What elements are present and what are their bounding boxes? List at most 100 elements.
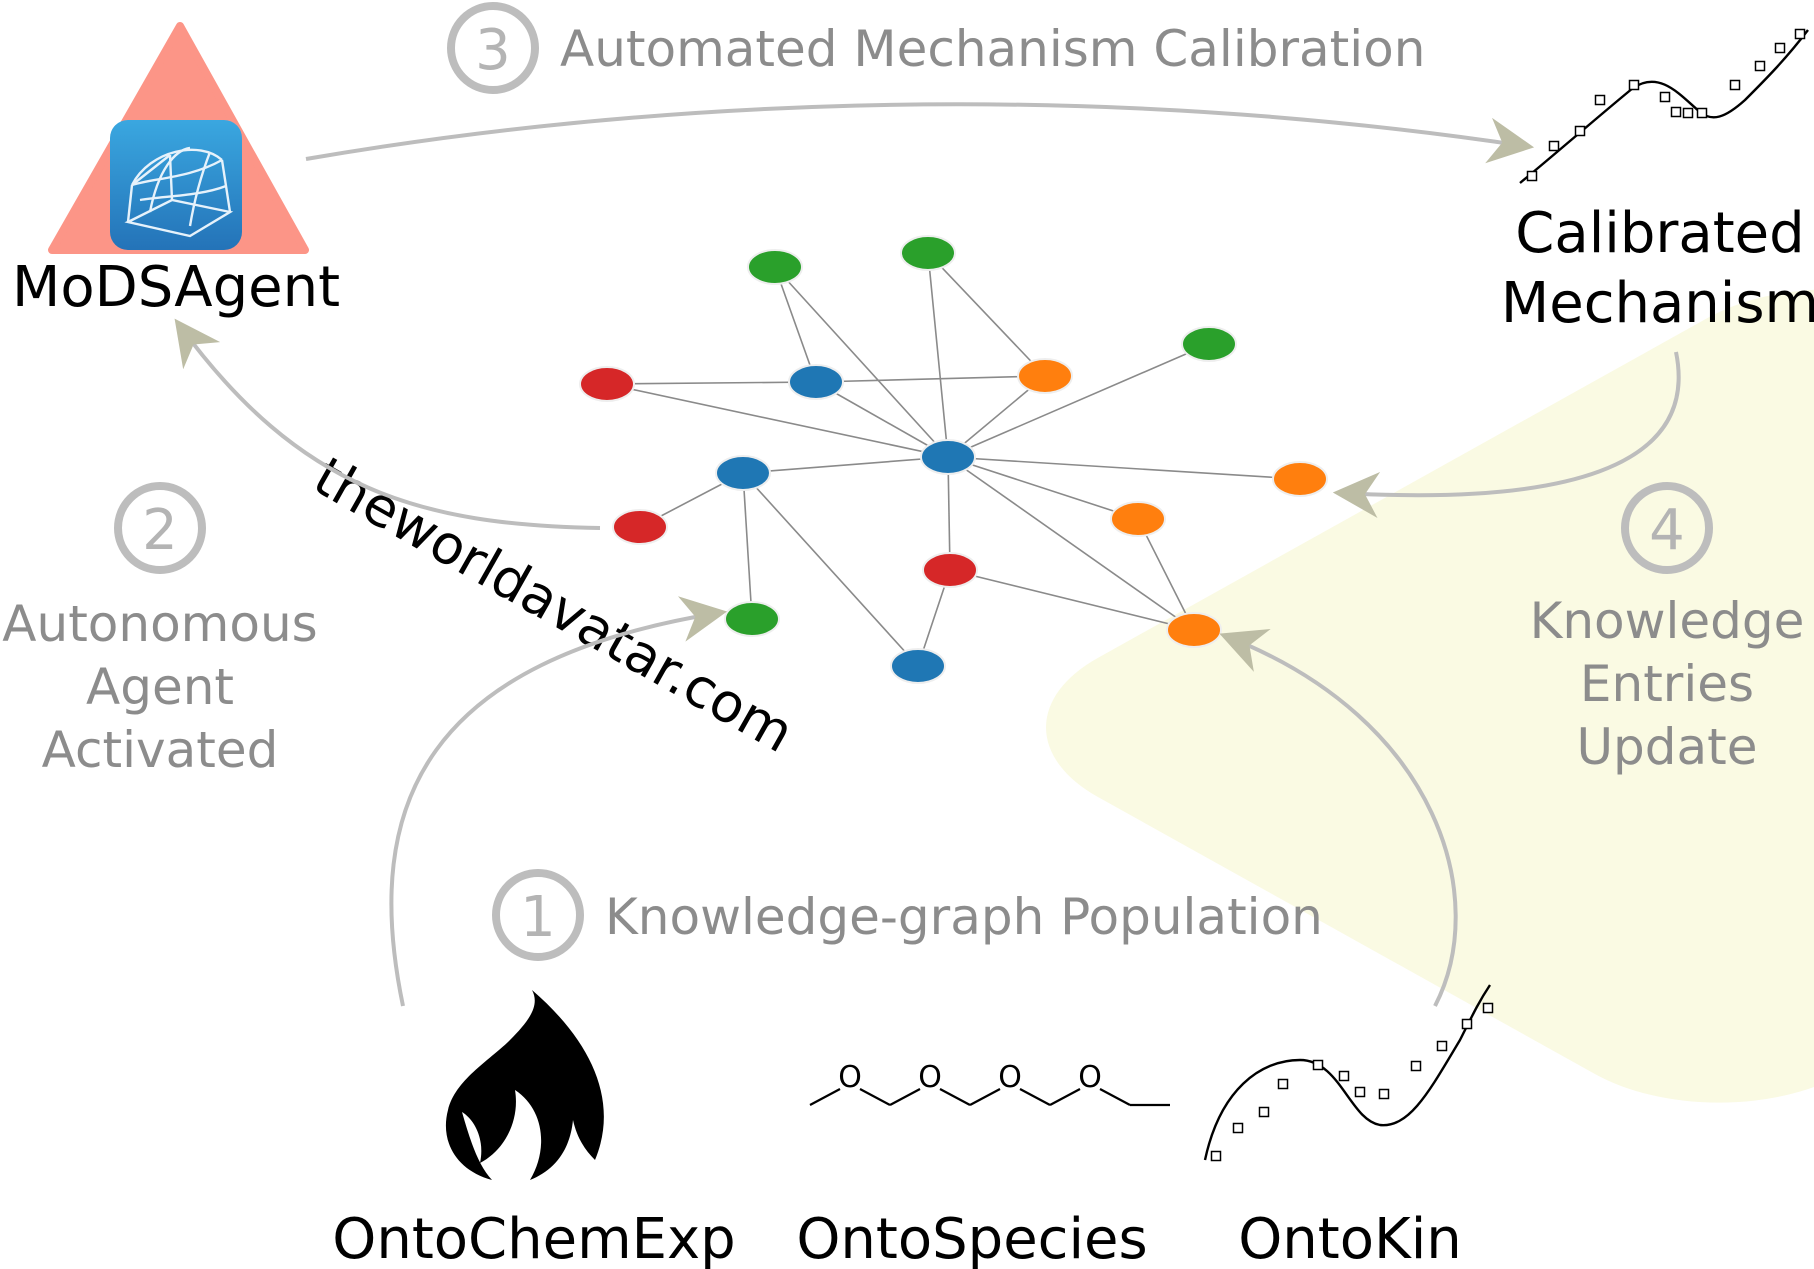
oxygen-atom-label: O (1078, 1060, 1102, 1095)
graph-edge (927, 252, 949, 458)
oxygen-atom-label: O (918, 1060, 942, 1095)
graph-node-blue[interactable] (890, 648, 946, 684)
graph-node-red[interactable] (922, 552, 978, 588)
graph-node-green[interactable] (900, 235, 956, 271)
svg-text:4: 4 (1649, 498, 1685, 563)
fit-curve (1203, 984, 1491, 1161)
data-point-marker (1526, 170, 1538, 182)
bond-line (939, 1088, 971, 1106)
graph-node-orange[interactable] (1110, 501, 1166, 537)
step-2-label-line1: Autonomous (2, 595, 317, 653)
mods-agent-icon[interactable] (48, 22, 309, 254)
data-point-marker (1232, 1122, 1244, 1134)
graph-edge (927, 252, 1046, 377)
ontology-label-ontospecies: OntoSpecies (796, 1207, 1147, 1269)
data-point-marker (1754, 60, 1766, 72)
data-point-marker (1628, 79, 1640, 91)
oxygen-atom-label: O (998, 1060, 1022, 1095)
data-point-marker (1277, 1078, 1289, 1090)
flame-icon[interactable] (445, 990, 604, 1180)
graph-node-blue[interactable] (920, 439, 976, 475)
data-point-marker (1436, 1040, 1448, 1052)
graph-edges (606, 252, 1301, 667)
data-point-marker (1729, 79, 1741, 91)
graph-edge (606, 381, 817, 385)
graph-edge (774, 266, 949, 458)
bond-line (1049, 1088, 1081, 1106)
data-point-marker (1574, 125, 1586, 137)
step-2-label-line2: Agent (86, 658, 234, 716)
bond-line (1019, 1088, 1051, 1106)
data-point-marker (1696, 107, 1708, 119)
svg-text:1: 1 (520, 885, 556, 950)
step-4-label-line1: Knowledge (1530, 592, 1805, 650)
data-point-marker (1258, 1106, 1270, 1118)
step-3-badge: 3 (447, 2, 539, 94)
graph-node-blue[interactable] (788, 364, 844, 400)
bond-line (969, 1088, 1001, 1106)
bond-line (1099, 1088, 1131, 1106)
arrow-ontokin-to-graph (1219, 629, 1458, 1007)
graph-edge (774, 266, 817, 383)
bond-line (809, 1088, 841, 1106)
data-point-marker (1682, 107, 1694, 119)
data-point-marker (1548, 140, 1560, 152)
graph-edge (742, 472, 753, 620)
graph-node-orange[interactable] (1272, 461, 1328, 497)
graph-node-blue[interactable] (715, 455, 771, 491)
graph-edge (947, 456, 1139, 520)
data-point-marker (1338, 1070, 1350, 1082)
data-point-marker (1354, 1086, 1366, 1098)
arrow-ontochemexp-to-graph (389, 596, 728, 1007)
graph-edge (949, 569, 1195, 631)
graph-node-orange[interactable] (1017, 358, 1073, 394)
data-point-marker (1774, 42, 1786, 54)
data-point-marker (1670, 106, 1682, 118)
data-point-marker (1794, 28, 1806, 40)
graph-edge (947, 456, 951, 571)
data-point-marker (1312, 1059, 1324, 1071)
data-point-marker (1482, 1002, 1494, 1014)
knowledge-graph-plane (1046, 289, 1814, 1103)
graph-node-red[interactable] (612, 509, 668, 545)
graph-edge (815, 375, 1046, 383)
graph-edge (947, 456, 1301, 480)
graph-edge (947, 456, 1195, 631)
graph-edge (742, 472, 919, 667)
kinetics-fit-plot-icon[interactable] (1203, 984, 1494, 1162)
data-point-marker (1410, 1060, 1422, 1072)
data-point-marker (1210, 1150, 1222, 1162)
data-point-marker (1594, 94, 1606, 106)
graph-edge (742, 456, 949, 474)
arrow-agent-to-calibrated (305, 102, 1535, 164)
svg-text:3: 3 (475, 18, 511, 83)
calibrated-fit-plot-icon (1519, 28, 1809, 184)
step-4-label-line3: Update (1576, 718, 1757, 776)
step-4-label-line2: Entries (1580, 655, 1754, 713)
step-2-label-line3: Activated (42, 721, 279, 779)
svg-text:2: 2 (142, 498, 178, 563)
graph-edge (606, 383, 949, 458)
graph-node-green[interactable] (1181, 326, 1237, 362)
step-1-badge: 1 (492, 869, 584, 961)
calibrated-title-line2: Mechanism (1501, 271, 1814, 336)
oxygen-atom-label: O (838, 1060, 862, 1095)
calibrated-title-line1: Calibrated (1515, 201, 1804, 266)
graph-nodes (579, 235, 1328, 684)
data-point-marker (1378, 1088, 1390, 1100)
graph-node-red[interactable] (579, 366, 635, 402)
step-4-badge: 4 (1621, 482, 1713, 574)
bond-line (859, 1088, 891, 1106)
graph-node-green[interactable] (747, 249, 803, 285)
ontology-label-ontokin: OntoKin (1238, 1207, 1462, 1269)
fit-curve (1519, 29, 1809, 184)
graph-node-green[interactable] (724, 601, 780, 637)
ontology-label-ontochemexp: OntoChemExp (332, 1207, 735, 1269)
graph-edge (947, 343, 1210, 458)
step-2-badge: 2 (114, 482, 206, 574)
graph-node-orange[interactable] (1166, 612, 1222, 648)
data-point-marker (1461, 1018, 1473, 1030)
step-3-label: Automated Mechanism Calibration (560, 20, 1425, 78)
